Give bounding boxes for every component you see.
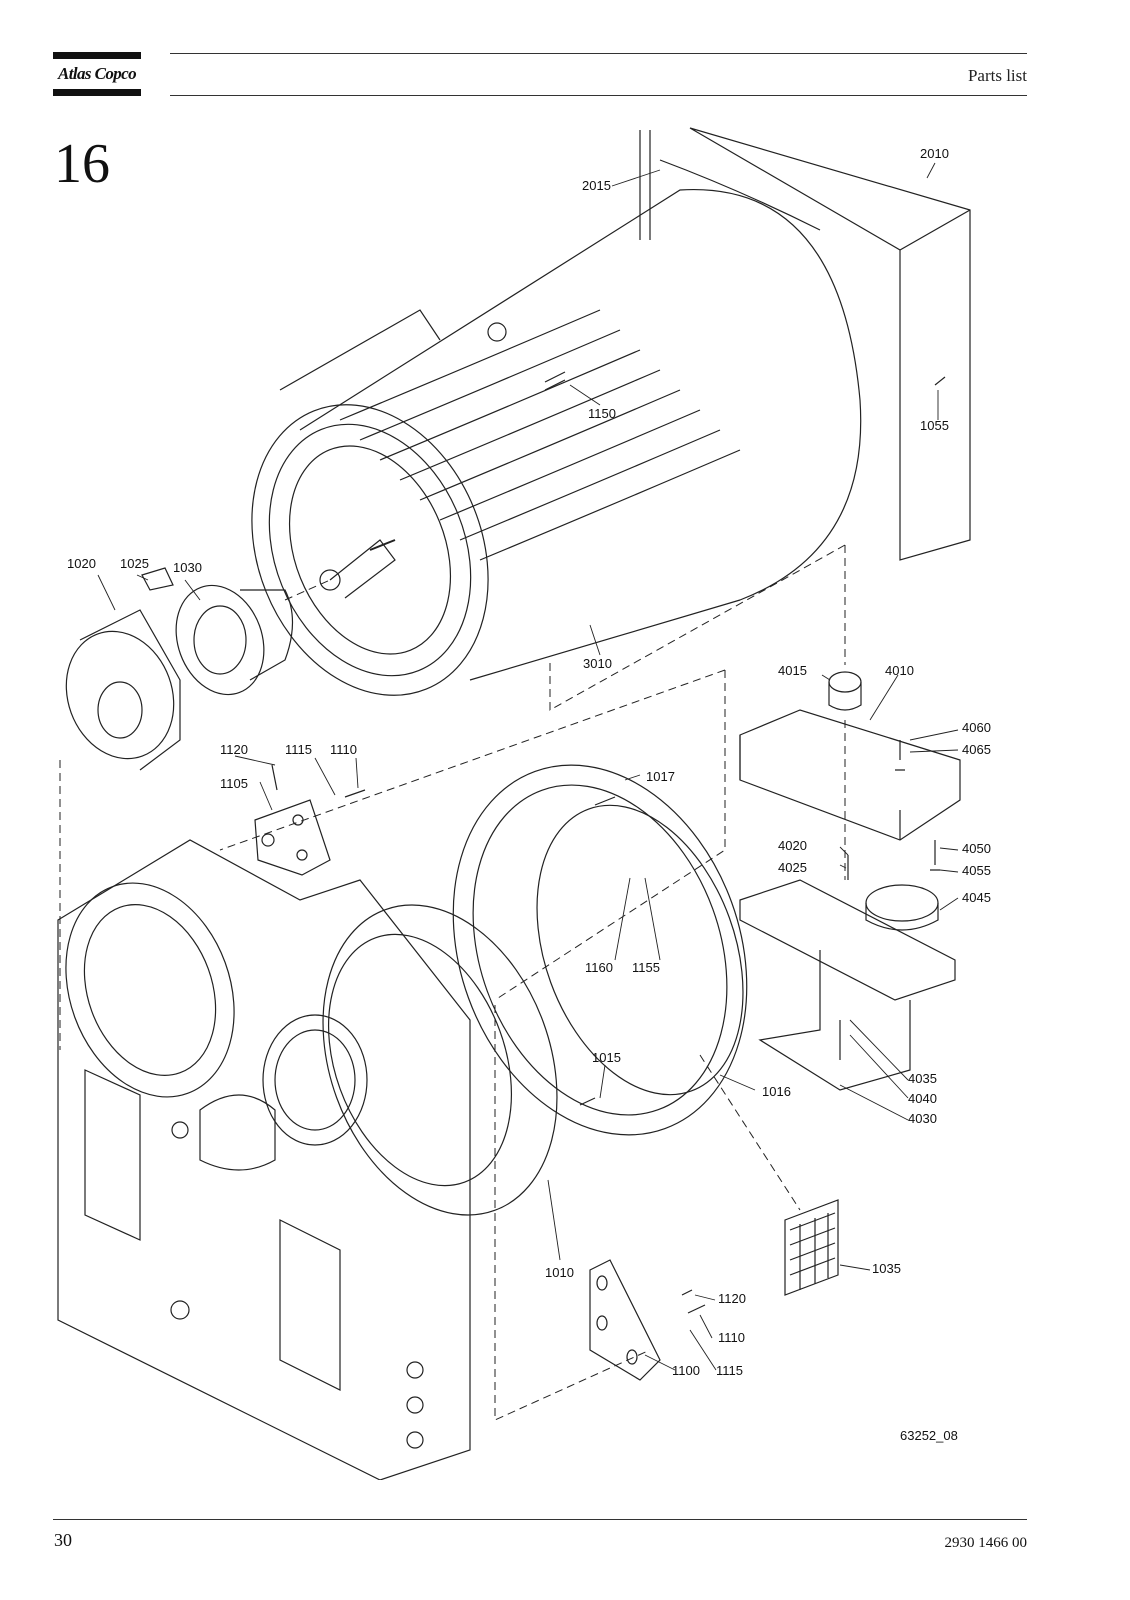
- callout-2010: 2010: [920, 146, 949, 161]
- header-rule-top: [170, 53, 1027, 54]
- section-title: Parts list: [967, 66, 1027, 85]
- motor-body-outline: [251, 188, 862, 696]
- callout-1017: 1017: [646, 769, 675, 784]
- logo-wordmark: Atlas Copco: [58, 64, 137, 83]
- callout-1020: 1020: [67, 556, 96, 571]
- document-number: 2930 1466 00: [944, 1535, 1028, 1551]
- callout-4010: 4010: [885, 663, 914, 678]
- callout-1105: 1105: [220, 776, 248, 791]
- callout-4045: 4045: [962, 890, 991, 905]
- callout-4035: 4035: [908, 1071, 937, 1086]
- fan-housing-outline: [639, 127, 971, 561]
- drawing-reference: 63252_08: [900, 1428, 958, 1443]
- callout-1100: 1100: [672, 1363, 700, 1378]
- callout-1055: 1055: [920, 418, 949, 433]
- section-number: 16: [54, 133, 110, 195]
- callout-4060: 4060: [962, 720, 991, 735]
- callout-4015: 4015: [778, 663, 807, 678]
- callout-1110-upper: 1110: [330, 742, 357, 757]
- atlas-copco-logo: Atlas Copco: [53, 52, 141, 96]
- callout-4040: 4040: [908, 1091, 937, 1106]
- exploded-parts-drawing: 2015 2010 1150 1055 1020 1025 1030 3010 …: [57, 127, 991, 1480]
- callout-1035: 1035: [872, 1261, 901, 1276]
- callout-1120-upper: 1120: [220, 742, 248, 757]
- callout-4030: 4030: [908, 1111, 937, 1126]
- callout-1150: 1150: [588, 406, 616, 421]
- callout-1016: 1016: [762, 1084, 791, 1099]
- callout-1115-lower: 1115: [716, 1363, 743, 1378]
- fasteners-outline: [271, 371, 946, 1314]
- logo-bar-bottom: [53, 89, 141, 96]
- header-rule-bottom: [170, 95, 1027, 96]
- callout-1030: 1030: [173, 560, 202, 575]
- callout-1015: 1015: [592, 1050, 621, 1065]
- callout-1110-lower: 1110: [718, 1330, 745, 1345]
- assembly-lines: [59, 544, 846, 1421]
- protection-screen-outline: [784, 1199, 839, 1296]
- footer-rule: [53, 1519, 1027, 1520]
- plates-outline: [254, 799, 661, 1381]
- leader-lines: [97, 162, 959, 1371]
- motor-support-outline: [739, 671, 961, 1091]
- callout-1025: 1025: [120, 556, 149, 571]
- callout-1160: 1160: [585, 960, 613, 975]
- callout-4055: 4055: [962, 863, 991, 878]
- callout-4025: 4025: [778, 860, 807, 875]
- callout-1120-lower: 1120: [718, 1291, 746, 1306]
- flange-ring-outline: [452, 764, 748, 1136]
- adapter-housing-outline: [57, 839, 558, 1480]
- callout-3010: 3010: [583, 656, 612, 671]
- callout-1155: 1155: [632, 960, 660, 975]
- callout-2015: 2015: [582, 178, 611, 193]
- callout-1010: 1010: [545, 1265, 574, 1280]
- callout-1115-upper: 1115: [285, 742, 312, 757]
- logo-bar-top: [53, 52, 141, 59]
- page-number: 30: [54, 1530, 72, 1550]
- callout-4050: 4050: [962, 841, 991, 856]
- callout-labels: 2015 2010 1150 1055 1020 1025 1030 3010 …: [67, 146, 991, 1443]
- callout-4065: 4065: [962, 742, 991, 757]
- callout-4020: 4020: [778, 838, 807, 853]
- coupling-assembly-outline: [65, 567, 294, 771]
